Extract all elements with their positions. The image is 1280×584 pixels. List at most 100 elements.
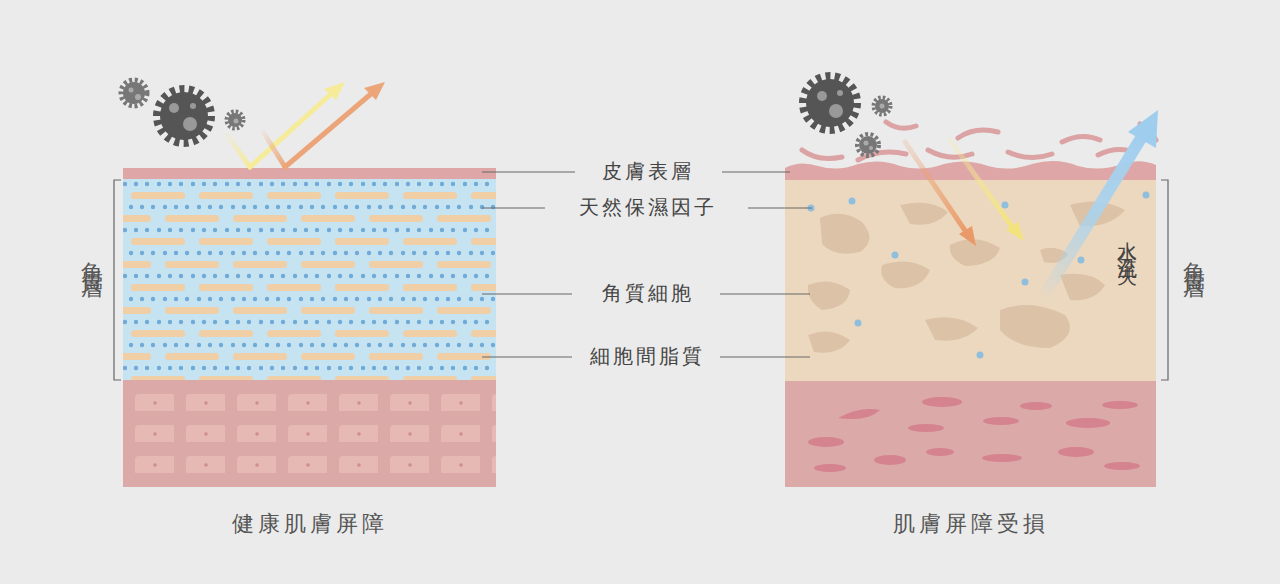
light-rays bbox=[1006, 222, 1024, 241]
damaged-skin-illustration bbox=[838, 409, 880, 419]
damaged-skin-illustration bbox=[802, 122, 1156, 160]
light-rays bbox=[225, 132, 250, 167]
damaged-skin-illustration bbox=[808, 201, 1125, 352]
damaged-skin-illustration bbox=[922, 397, 962, 407]
light-rays bbox=[250, 93, 332, 167]
light-rays bbox=[364, 82, 385, 100]
virus-icons bbox=[837, 90, 843, 96]
leader-line bbox=[720, 293, 810, 294]
light-rays bbox=[905, 142, 966, 232]
damaged-skin-illustration bbox=[1022, 279, 1029, 286]
damaged-skin-illustration bbox=[926, 448, 954, 456]
virus-icons bbox=[803, 76, 891, 156]
damaged-skin-illustration bbox=[982, 454, 1022, 462]
damaged-skin-illustration bbox=[958, 130, 998, 138]
damaged-skin-illustration bbox=[1000, 305, 1070, 348]
light-rays bbox=[905, 110, 1158, 302]
part-label: 細胞間脂質 bbox=[560, 343, 735, 370]
leader-line bbox=[482, 293, 572, 294]
leader-line bbox=[482, 171, 575, 172]
bracket bbox=[1161, 180, 1168, 380]
virus-icons bbox=[183, 117, 197, 131]
leader-line bbox=[482, 207, 545, 208]
virus-icons bbox=[129, 88, 134, 93]
damaged-skin-illustration bbox=[900, 203, 948, 225]
leader-line bbox=[722, 171, 790, 172]
damaged-skin-illustration bbox=[808, 437, 844, 447]
light-rays bbox=[262, 130, 285, 167]
virus-icons bbox=[874, 98, 891, 115]
damaged-skin-illustration bbox=[892, 252, 899, 259]
damaged-skin-illustration bbox=[1066, 418, 1110, 428]
damaged-skin-illustration bbox=[1078, 257, 1085, 264]
damaged-skin-illustration bbox=[785, 381, 1156, 487]
layer-label: 角質層 bbox=[1179, 244, 1209, 268]
virus-icons bbox=[227, 112, 244, 129]
damaged-skin-illustration bbox=[1143, 192, 1150, 199]
damaged-skin-illustration bbox=[808, 281, 850, 310]
bracket bbox=[114, 180, 121, 380]
damaged-skin-illustration bbox=[1102, 401, 1138, 409]
part-label: 皮膚表層 bbox=[560, 158, 735, 185]
virus-icons bbox=[234, 119, 239, 124]
light-rays bbox=[1128, 110, 1158, 148]
light-rays bbox=[324, 82, 345, 100]
leader-line bbox=[482, 356, 572, 357]
virus-icons bbox=[169, 103, 179, 113]
damaged-skin-illustration bbox=[928, 150, 972, 157]
virus-icons bbox=[859, 136, 877, 154]
healthy-skin-illustration bbox=[123, 380, 496, 487]
damaged-skin-illustration bbox=[1020, 402, 1052, 410]
damaged-skin-illustration bbox=[925, 317, 978, 340]
virus-icons bbox=[817, 91, 827, 101]
damaged-skin-illustration bbox=[1058, 447, 1094, 457]
damaged-skin-illustration bbox=[1060, 274, 1105, 300]
damaged-skin-illustration bbox=[881, 261, 930, 288]
damaged-skin-illustration bbox=[785, 122, 1156, 487]
virus-icons bbox=[121, 80, 147, 106]
damaged-skin-illustration bbox=[1008, 152, 1052, 158]
damaged-skin-illustration bbox=[1002, 202, 1009, 209]
virus-icons bbox=[121, 80, 244, 143]
light-rays bbox=[225, 82, 385, 167]
damaged-skin-illustration bbox=[1104, 462, 1140, 470]
virus-icons bbox=[190, 103, 196, 109]
damaged-skin-illustration bbox=[908, 424, 944, 432]
damaged-skin-illustration bbox=[808, 397, 1140, 472]
light-rays bbox=[1040, 135, 1143, 302]
bracket bbox=[114, 180, 1168, 380]
part-label: 天然保濕因子 bbox=[560, 194, 735, 221]
skin-panel: 肌膚屏障受損 bbox=[785, 168, 1156, 487]
damaged-skin-illustration bbox=[802, 150, 842, 158]
virus-icons bbox=[880, 104, 885, 109]
light-rays bbox=[959, 226, 976, 246]
virus-icons bbox=[869, 146, 873, 150]
panel-caption: 健康肌膚屏障 bbox=[83, 509, 536, 539]
leader-line bbox=[482, 172, 812, 357]
virus-icons bbox=[803, 76, 857, 130]
damaged-skin-illustration bbox=[874, 455, 906, 465]
light-rays bbox=[950, 140, 1013, 228]
damaged-skin-illustration bbox=[820, 214, 870, 254]
virus-icons bbox=[829, 104, 843, 118]
damaged-skin-illustration bbox=[814, 464, 846, 472]
light-rays bbox=[285, 93, 372, 167]
healthy-skin-illustration bbox=[123, 179, 496, 380]
damaged-skin-illustration bbox=[1062, 136, 1100, 142]
damaged-skin-illustration bbox=[977, 352, 984, 359]
layer-label: 角質層 bbox=[77, 244, 107, 268]
damaged-skin-illustration bbox=[855, 320, 862, 327]
panel-caption: 肌膚屏障受損 bbox=[745, 509, 1196, 539]
damaged-skin-illustration bbox=[849, 198, 856, 205]
layer-label: 水分流失 bbox=[1114, 226, 1141, 258]
damaged-skin-illustration bbox=[983, 417, 1019, 425]
healthy-skin-illustration bbox=[123, 168, 496, 487]
leader-line bbox=[748, 207, 812, 208]
virus-icons bbox=[857, 134, 879, 156]
skin-panel: 健康肌膚屏障 bbox=[123, 168, 496, 487]
virus-icons bbox=[864, 141, 869, 146]
leader-line bbox=[720, 356, 810, 357]
virus-icons bbox=[135, 94, 141, 100]
virus-icons bbox=[157, 89, 211, 143]
